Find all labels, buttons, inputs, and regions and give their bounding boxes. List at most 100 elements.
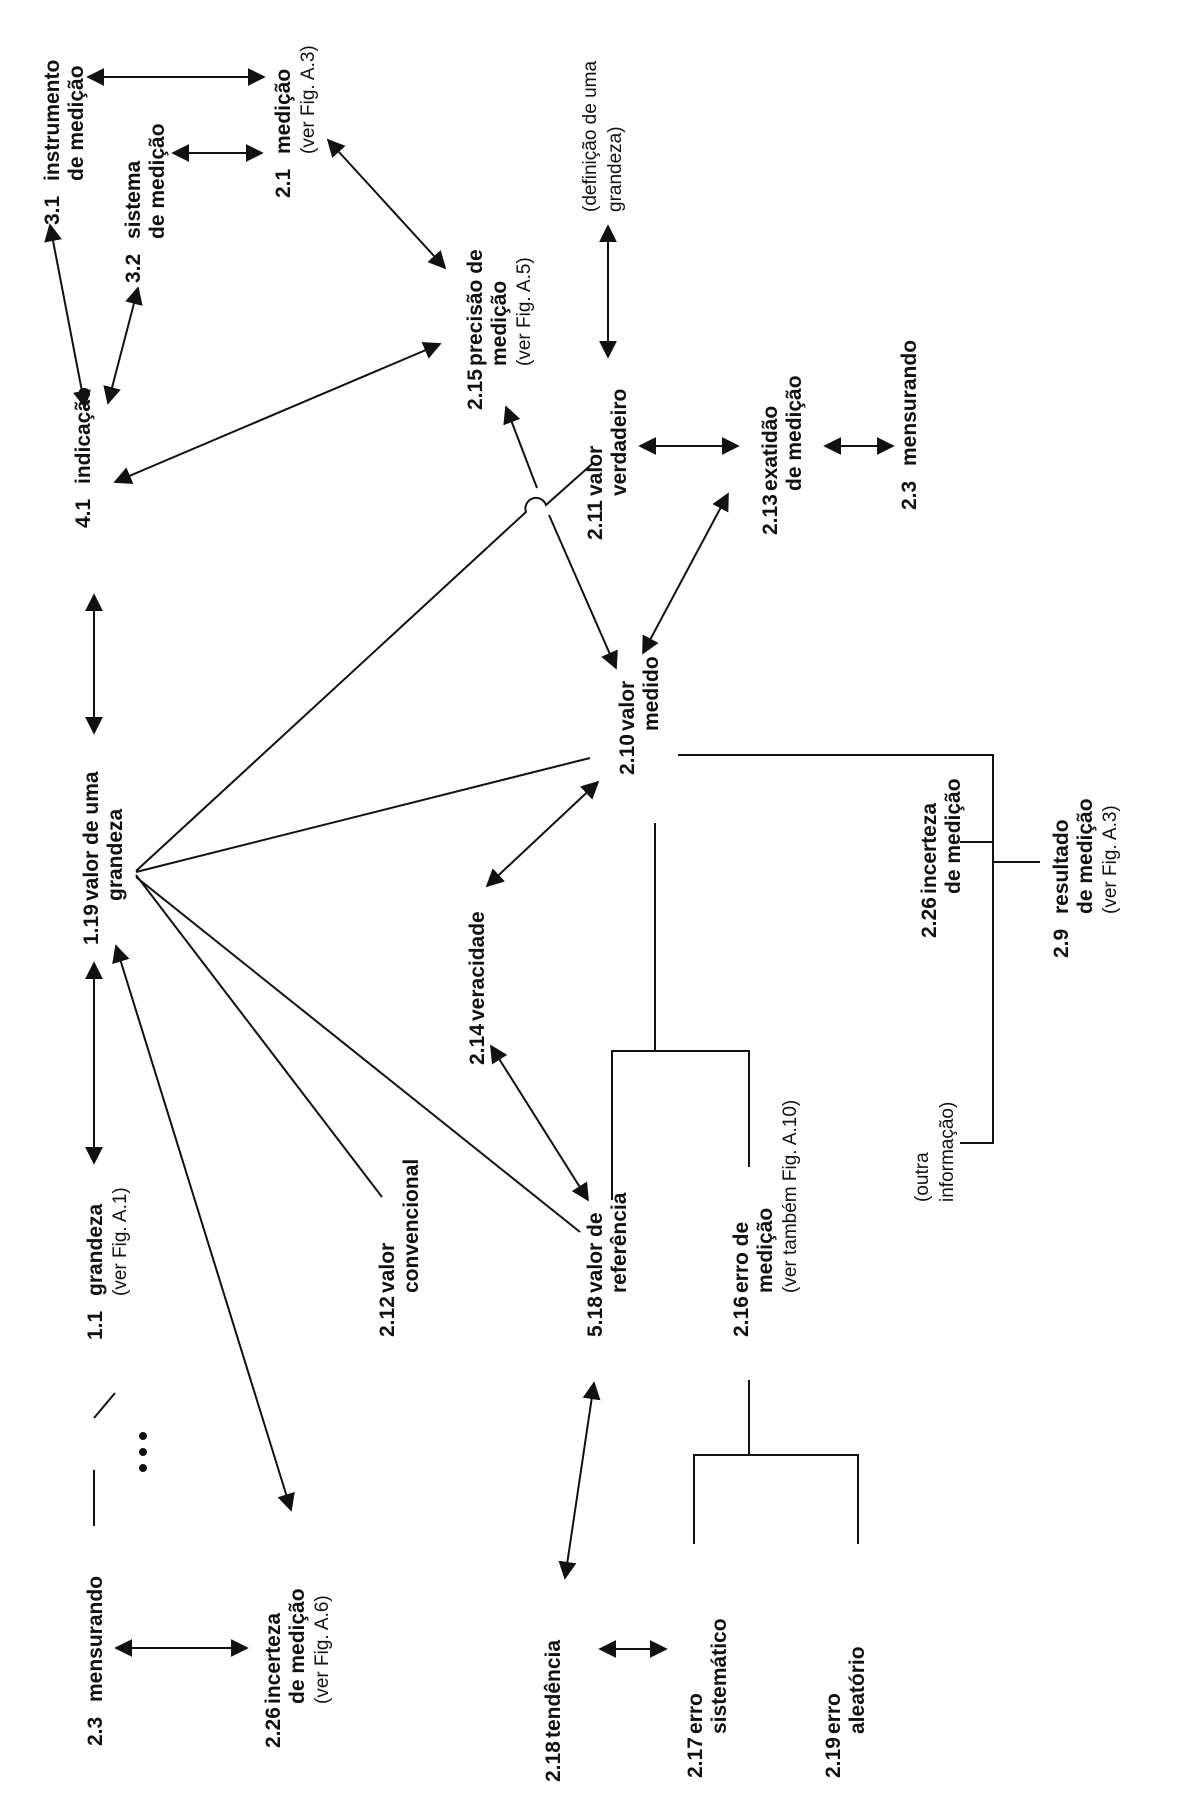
node-title: grandeza xyxy=(84,1203,107,1296)
node-title: valor xyxy=(584,445,607,496)
node-valor-verdadeiro: 2.11 valor verdadeiro xyxy=(584,389,632,540)
node-title: exatidão xyxy=(759,405,782,491)
arrow-medido-exatidao xyxy=(642,492,729,655)
node-title: precisão de xyxy=(464,249,487,366)
node-exatidao-medicao: 2.13exatidão de medição xyxy=(759,375,807,535)
node-title: referência xyxy=(608,1192,631,1293)
line-valor-convencional xyxy=(135,874,383,1198)
node-title: instrumento xyxy=(41,59,64,181)
node-title: erro xyxy=(684,1693,707,1734)
ellipsis-dot xyxy=(139,1448,147,1456)
node-tendencia: 2.18 tendência xyxy=(542,1640,566,1782)
ellipsis-dot xyxy=(139,1432,147,1440)
node-sistema-medicao: 3.2sistema de medição xyxy=(122,123,170,283)
note-text: grandeza) xyxy=(605,126,626,212)
node-number: 2.1 xyxy=(272,168,295,198)
node-title: medição xyxy=(272,68,295,154)
bracket-sistematico-aleatorio xyxy=(693,1454,859,1544)
node-title: verdadeiro xyxy=(608,388,631,496)
arrow-referencia-tendencia xyxy=(558,1381,601,1580)
node-number: 2.19 xyxy=(822,1737,845,1778)
node-number: 2.16 xyxy=(730,1296,753,1337)
node-number: 2.3 xyxy=(84,1716,107,1746)
node-resultado-medicao: 2.9resultado de medição (ver Fig. A.3) xyxy=(1050,798,1123,958)
node-number: 2.17 xyxy=(684,1737,707,1778)
node-title: indicação xyxy=(72,387,95,484)
node-valor-grandeza: 1.19 valor de uma grandeza xyxy=(80,771,128,945)
node-valor-medido: 2.10valor medido xyxy=(616,656,664,775)
arrow-valor-incerteza xyxy=(112,944,295,1512)
arrow-indicacao-precisao xyxy=(113,342,442,484)
node-number: 2.18 xyxy=(542,1741,565,1782)
note-text: informação) xyxy=(937,1101,958,1202)
node-title: aleatório xyxy=(846,1646,869,1734)
node-number: 2.14 xyxy=(466,1024,489,1065)
arrow-medicao-precisao xyxy=(326,138,447,270)
node-title: valor de xyxy=(584,1212,607,1293)
node-grandeza: 1.1 grandeza (ver Fig. A.1) xyxy=(84,1187,133,1340)
node-title: valor de uma xyxy=(80,771,103,901)
node-number: 2.10 xyxy=(616,734,639,775)
node-title: incerteza xyxy=(918,802,941,894)
node-number: 2.3 xyxy=(898,480,921,510)
node-instrumento-medicao: 3.1 instrumento de medição xyxy=(41,60,89,225)
node-reference: (ver Fig. A.3) xyxy=(1100,805,1121,914)
node-title: medição xyxy=(488,280,511,366)
node-number: 5.18 xyxy=(584,1296,607,1337)
node-title: medido xyxy=(640,656,663,731)
node-erro-medicao: 2.16erro de medição (ver também Fig. A.1… xyxy=(730,1100,803,1337)
node-title: convencional xyxy=(400,1158,423,1293)
arrow-crossing-medido xyxy=(548,514,618,670)
node-valor-referencia: 5.18 valor de referência xyxy=(584,1193,632,1337)
line-slash xyxy=(93,1392,116,1419)
arrow-medido-veracidade xyxy=(485,780,600,888)
node-reference: (ver Fig. A.1) xyxy=(110,1187,131,1296)
node-title: de medição xyxy=(286,1588,309,1704)
node-incerteza-medicao-2: 2.26 incerteza de medição xyxy=(918,778,966,938)
node-number: 3.1 xyxy=(41,195,64,225)
node-title: valor xyxy=(376,1242,399,1293)
node-title: de medição xyxy=(65,65,88,181)
node-title: mensurando xyxy=(84,1575,107,1702)
note-text: (outra xyxy=(912,1152,933,1202)
node-title: de medição xyxy=(146,123,169,239)
node-number: 2.9 xyxy=(1050,928,1073,958)
arrow-sistema-indicacao xyxy=(103,286,143,405)
node-veracidade: 2.14 veracidade xyxy=(466,911,490,1065)
node-title: mensurando xyxy=(898,339,921,466)
arrow-crossing-precisao xyxy=(503,405,538,489)
arrow-veracidade-referencia xyxy=(490,1044,589,1202)
node-title: veracidade xyxy=(466,911,489,1021)
node-title: grandeza xyxy=(104,808,127,901)
node-number: 2.26 xyxy=(918,897,941,938)
node-number: 1.19 xyxy=(80,904,103,945)
node-reference: (ver Fig. A.5) xyxy=(514,257,535,366)
node-title: tendência xyxy=(542,1639,565,1738)
node-number: 2.11 xyxy=(584,500,607,540)
arrow-instrumento-indicacao xyxy=(44,223,91,409)
node-title: erro xyxy=(822,1693,845,1734)
node-number: 1.1 xyxy=(84,1310,107,1340)
node-indicacao: 4.1indicação xyxy=(72,387,96,528)
node-reference: (ver também Fig. A.10) xyxy=(780,1099,801,1293)
node-precisao-medicao: 2.15 precisão de medição (ver Fig. A.5) xyxy=(464,249,537,410)
node-outra-informacao: (outra informação) xyxy=(910,1102,960,1202)
node-title: sistemático xyxy=(708,1618,731,1734)
ellipsis-dot xyxy=(139,1464,147,1472)
node-number: 2.26 xyxy=(262,1707,285,1748)
node-reference: (ver Fig. A.3) xyxy=(298,45,319,154)
line-valor-medido xyxy=(135,757,591,873)
node-erro-aleatorio: 2.19 erro aleatório xyxy=(822,1646,870,1778)
node-title: de medição xyxy=(942,778,965,894)
node-number: 2.13 xyxy=(759,494,782,535)
node-number: 3.2 xyxy=(122,253,145,283)
note-text: (definição de uma xyxy=(580,60,601,212)
node-incerteza-medicao: 2.26incerteza de medição (ver Fig. A.6) xyxy=(262,1588,335,1748)
node-number: 2.15 xyxy=(464,369,487,410)
line-valor-referencia xyxy=(135,876,581,1233)
node-number: 2.12 xyxy=(376,1296,399,1337)
node-mensurando: 2.3 mensurando xyxy=(84,1576,108,1746)
node-medicao: 2.1 medição (ver Fig. A.3) xyxy=(272,45,321,198)
node-title: resultado xyxy=(1050,819,1073,914)
